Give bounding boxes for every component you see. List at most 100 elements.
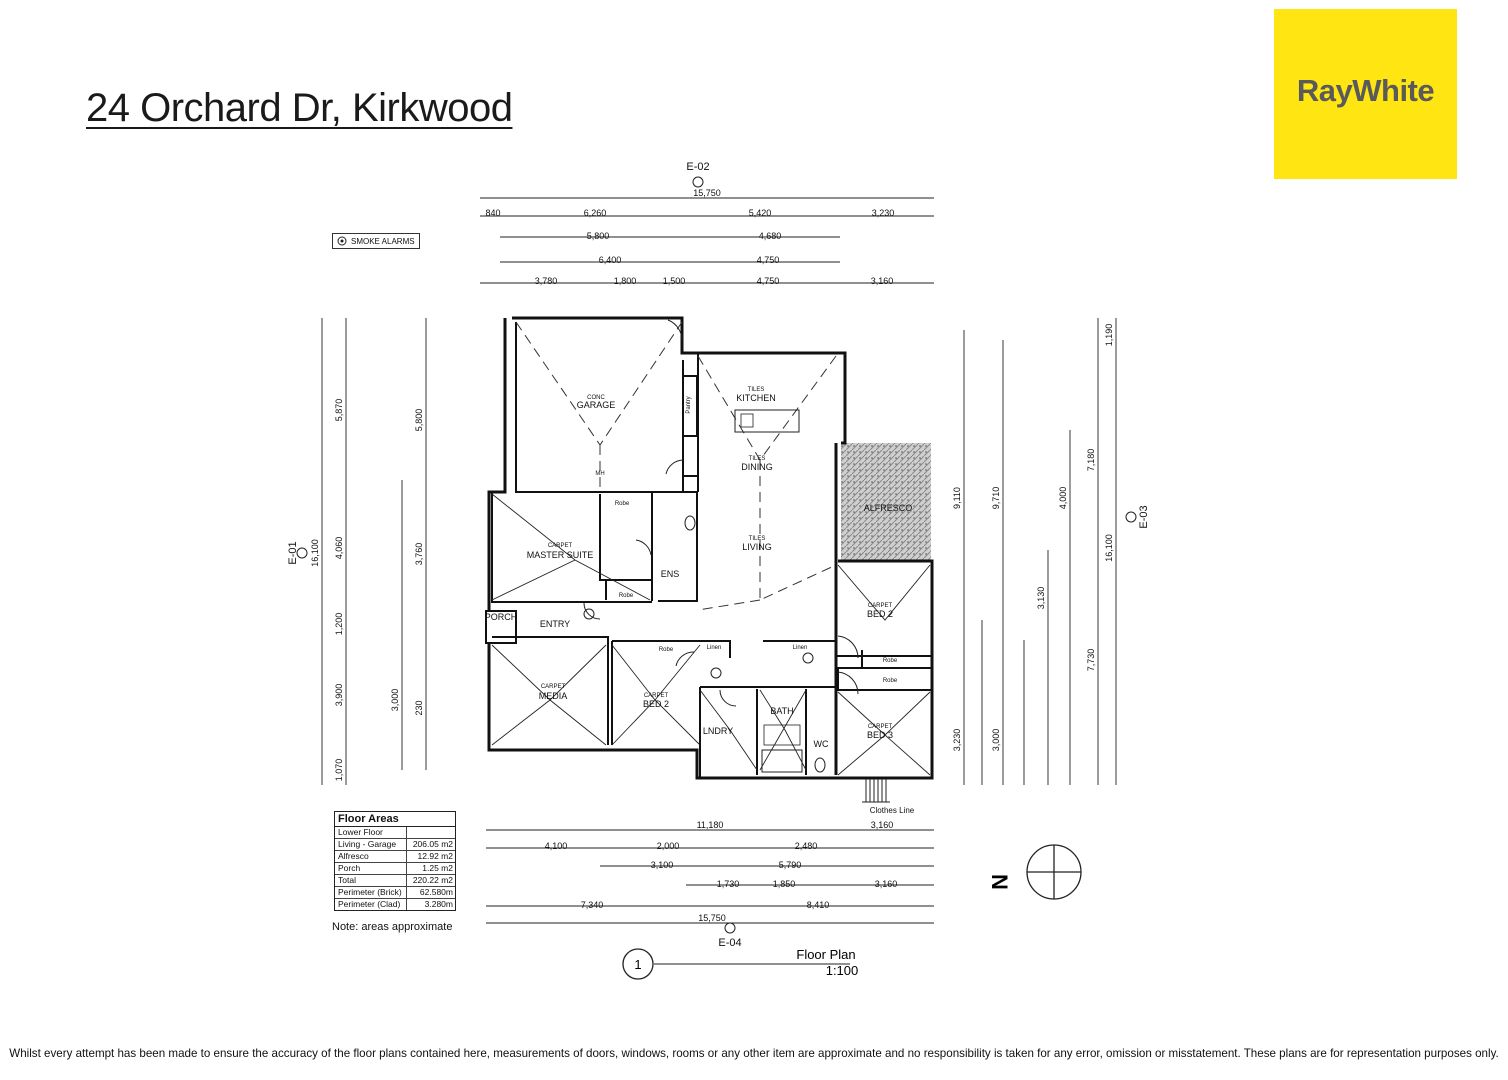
dim-left-a-5: 1,070: [334, 759, 344, 782]
room-label-bed3: BED 3: [867, 730, 893, 740]
dim-right-b-2: 9,710: [991, 487, 1001, 510]
smoke-alarm-icon: [337, 236, 347, 246]
disclaimer-text: Whilst every attempt has been made to en…: [9, 1047, 1499, 1060]
dim-right-b-3: 3,000: [991, 729, 1001, 752]
dim-right-a-4: 9,110: [952, 487, 962, 509]
bed2-right-floor-finish: CARPET: [868, 603, 893, 609]
dim-left-a-4: 3,900: [334, 684, 344, 707]
room-label-wc: WC: [814, 739, 829, 749]
dim-bottom-row2-2: 4,100: [545, 841, 568, 851]
dim-left-a-1: 5,870: [334, 399, 344, 422]
dim-right-c-1: 1,190: [1104, 324, 1114, 347]
dim-bottom-row4-4: 1,850: [773, 879, 796, 889]
garage-floor-finish: CONC: [587, 395, 605, 401]
pantry-label: Pantry: [686, 396, 692, 413]
ens-toilet-icon: [684, 515, 696, 531]
room-label-ens: ENS: [661, 569, 680, 579]
dim-top-row4-8: 4,750: [757, 276, 780, 286]
dim-top-row2-2: 5,800: [587, 231, 610, 241]
dim-top-row4-4: 1,800: [614, 276, 637, 286]
dim-right-c-6: 7,730: [1086, 649, 1096, 672]
page-title: 24 Orchard Dr, Kirkwood: [86, 86, 513, 130]
dim-top-row2-6: 4,680: [759, 231, 782, 241]
dim-right-c-4: 3,130: [1036, 587, 1046, 610]
kitchen-sink-icon: [740, 413, 754, 428]
robe-label-master: Robe: [615, 501, 630, 507]
dim-top-row3-2: 6,400: [599, 255, 622, 265]
brand-logo: RayWhite: [1274, 9, 1457, 179]
dim-bottom-row5-1: 7,340: [581, 900, 604, 910]
smoke-alarm-icon: [583, 608, 595, 620]
dim-right-overall: 16,100: [1104, 534, 1114, 562]
dim-top-row4-2: 3,780: [535, 276, 558, 286]
dim-right-c-3: 4,000: [1058, 487, 1068, 510]
dim-top-row1-3: 5,420: [749, 208, 772, 218]
dim-right-c-2: 7,180: [1086, 449, 1096, 472]
room-label-dining: DINING: [741, 462, 773, 472]
door-swings: [583, 319, 859, 707]
elevation-markers: [296, 176, 1137, 934]
table-row: Perimeter (Clad)3.280m: [335, 899, 455, 910]
table-row: Perimeter (Brick)62.580m: [335, 887, 455, 899]
clothes-line-icon: [862, 779, 890, 803]
room-label-living: LIVING: [742, 542, 772, 552]
dim-left-b-2: 5,800: [414, 409, 424, 432]
plan-number-circle: [622, 948, 654, 980]
toilet-icon: [814, 757, 826, 773]
smoke-alarm-markers: [583, 608, 814, 679]
master-floor-finish: CARPET: [548, 543, 573, 549]
bed3-floor-finish: CARPET: [868, 724, 893, 730]
alfresco-paving: [841, 443, 931, 561]
roof-diagonals: [491, 493, 931, 776]
dim-right-a-5: 3,230: [952, 729, 962, 752]
dining-floor-finish: TILES: [749, 456, 766, 462]
dim-top-row1-2: 6,260: [584, 208, 607, 218]
dim-bottom-row2-5: 2,000: [657, 841, 680, 851]
table-row: Lower Floor: [335, 827, 455, 839]
dim-top-overall: 15,750: [693, 188, 721, 198]
brand-wordmark: RayWhite: [1296, 73, 1435, 108]
dim-left-b-11: 3,000: [390, 689, 400, 712]
plan-number: 1: [634, 957, 641, 972]
room-label-master-suite: MASTER SUITE: [527, 550, 594, 560]
dim-bottom-row4-2: 1,730: [717, 879, 740, 889]
dim-left-a-3: 1,200: [334, 613, 344, 636]
elevation-label-left: E-01: [287, 541, 299, 564]
manhole-label: MH: [595, 471, 604, 477]
dim-bottom-row1-3: 3,160: [871, 820, 894, 830]
smoke-alarm-icon: [802, 652, 814, 664]
clothes-line-label: Clothes Line: [870, 806, 915, 815]
bathtub-icon: [761, 749, 803, 773]
linen-label-1: Linen: [707, 645, 722, 651]
room-label-bath: BATH: [770, 706, 793, 716]
linen-label-2: Linen: [793, 645, 808, 651]
robe-label-master-2: Robe: [619, 593, 634, 599]
plan-scale: 1:100: [826, 963, 859, 978]
dim-left-b-12: 230: [414, 700, 424, 715]
dim-top-row4-6: 1,500: [663, 276, 686, 286]
dim-left-overall: 16,100: [310, 539, 320, 567]
smoke-alarm-label: SMOKE ALARMS: [351, 236, 415, 246]
shower-icon: [763, 724, 801, 746]
dim-top-row1-4: 3,230: [872, 208, 895, 218]
north-arrow-icon: [1026, 844, 1082, 900]
kitchen-island: [734, 409, 800, 433]
room-label-porch: PORCH: [485, 612, 518, 622]
north-label: N: [987, 874, 1012, 890]
elevation-label-bottom: E-04: [718, 937, 741, 949]
dim-top-row4-10: 3,160: [871, 276, 894, 286]
dim-bottom-row4-6: 3,160: [875, 879, 898, 889]
dim-bottom-row5-3: 8,410: [807, 900, 830, 910]
dim-bottom-row3-2: 3,100: [651, 860, 674, 870]
exterior-walls: [487, 316, 934, 780]
dim-left-a-2: 4,060: [334, 537, 344, 560]
dimension-lines: [321, 197, 1117, 965]
room-label-kitchen: KITCHEN: [736, 393, 776, 403]
smoke-alarm-icon: [710, 667, 722, 679]
